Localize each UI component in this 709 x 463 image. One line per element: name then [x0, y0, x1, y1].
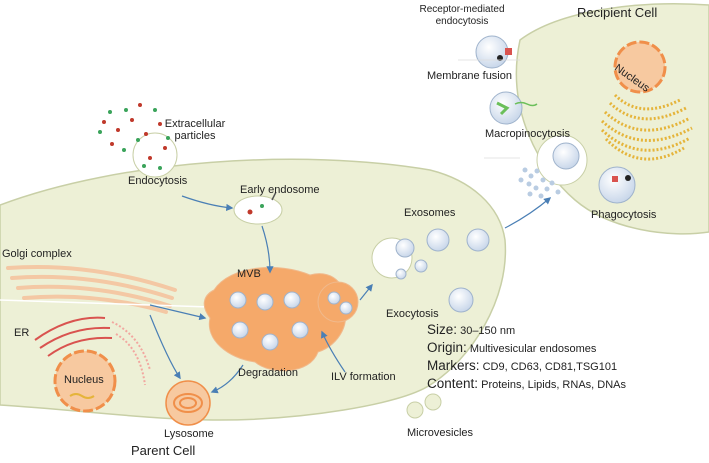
info-markers: Markers: CD9, CD63, CD81,TSG101 [427, 358, 617, 373]
arrow-ilv-formation [321, 330, 346, 373]
info-size-key: Size: [427, 322, 458, 337]
receptor-mediated-endocytosis-label: Receptor-mediated endocytosis [419, 4, 505, 27]
microvesicles-label: Microvesicles [407, 427, 474, 439]
uptake-macropinosome [536, 134, 588, 186]
macropinocytosis-label: Macropinocytosis [485, 128, 570, 140]
ilv-formation-label: ILV formation [331, 371, 396, 383]
macropinocytosis-particles [518, 167, 561, 199]
arrow-early-endosome-to-mvb [261, 225, 274, 274]
parent-nucleus [53, 349, 117, 413]
info-content: Content: Proteins, Lipids, RNAs, DNAs [427, 376, 626, 391]
early-endosome [233, 191, 283, 225]
arrow-exocytosis [359, 283, 373, 301]
lysosome-label: Lysosome [164, 428, 214, 440]
microvesicles [406, 393, 442, 419]
uptake-vesicle-fusion [489, 91, 538, 125]
info-origin: Origin: Multivesicular endosomes [427, 340, 596, 355]
endocytosis-label: Endocytosis [128, 175, 188, 187]
membrane-fusion-label: Membrane fusion [427, 70, 512, 82]
mvb [203, 266, 347, 372]
arrow-degradation [210, 364, 244, 394]
er-network [34, 316, 151, 386]
phagocytosis-label: Phagocytosis [591, 209, 657, 221]
extracellular-particles-label: Extracellular particles [164, 118, 226, 142]
golgi-complex-label: Golgi complex [2, 248, 72, 260]
mvb-label: MVB [237, 268, 261, 280]
recipient-cell-label: Recipient Cell [577, 5, 658, 20]
golgi-complex [6, 264, 177, 314]
recipient-nucleus [613, 40, 667, 94]
released-exosomes [395, 228, 490, 313]
parent-cell-label: Parent Cell [131, 443, 196, 458]
degradation-label: Degradation [238, 367, 298, 379]
info-content-key: Content: [427, 376, 479, 391]
info-origin-key: Origin: [427, 340, 467, 355]
arrow-golgi-to-lysosome [149, 314, 181, 380]
lysosome [165, 380, 211, 426]
extracellular-particle-cloud [98, 103, 178, 178]
info-size-value: 30–150 nm [460, 325, 516, 337]
exocytosing-vesicle [317, 281, 359, 323]
arrow-endocytosis-to-early-endosome [181, 195, 234, 212]
exosomes-label: Exosomes [404, 207, 456, 219]
info-size: Size: 30–150 nm [427, 322, 515, 337]
uptake-vesicle-receptor [475, 35, 512, 69]
er-label: ER [14, 327, 30, 339]
cell-divider [0, 299, 241, 309]
nucleus-parent-label: Nucleus [64, 374, 104, 386]
info-origin-value: Multivesicular endosomes [469, 343, 597, 355]
arrow-to-recipient [504, 197, 552, 229]
early-endosome-label: Early endosome [240, 184, 320, 196]
uptake-vesicle-phagocytosis [598, 166, 636, 204]
info-content-value: Proteins, Lipids, RNAs, DNAs [481, 379, 626, 391]
exocytosis-label: Exocytosis [386, 308, 439, 320]
recipient-ribosome-arcs [600, 93, 693, 161]
arrow-golgi-to-mvb [149, 304, 207, 321]
info-markers-key: Markers: [427, 358, 480, 373]
info-markers-value: CD9, CD63, CD81,TSG101 [482, 361, 618, 373]
